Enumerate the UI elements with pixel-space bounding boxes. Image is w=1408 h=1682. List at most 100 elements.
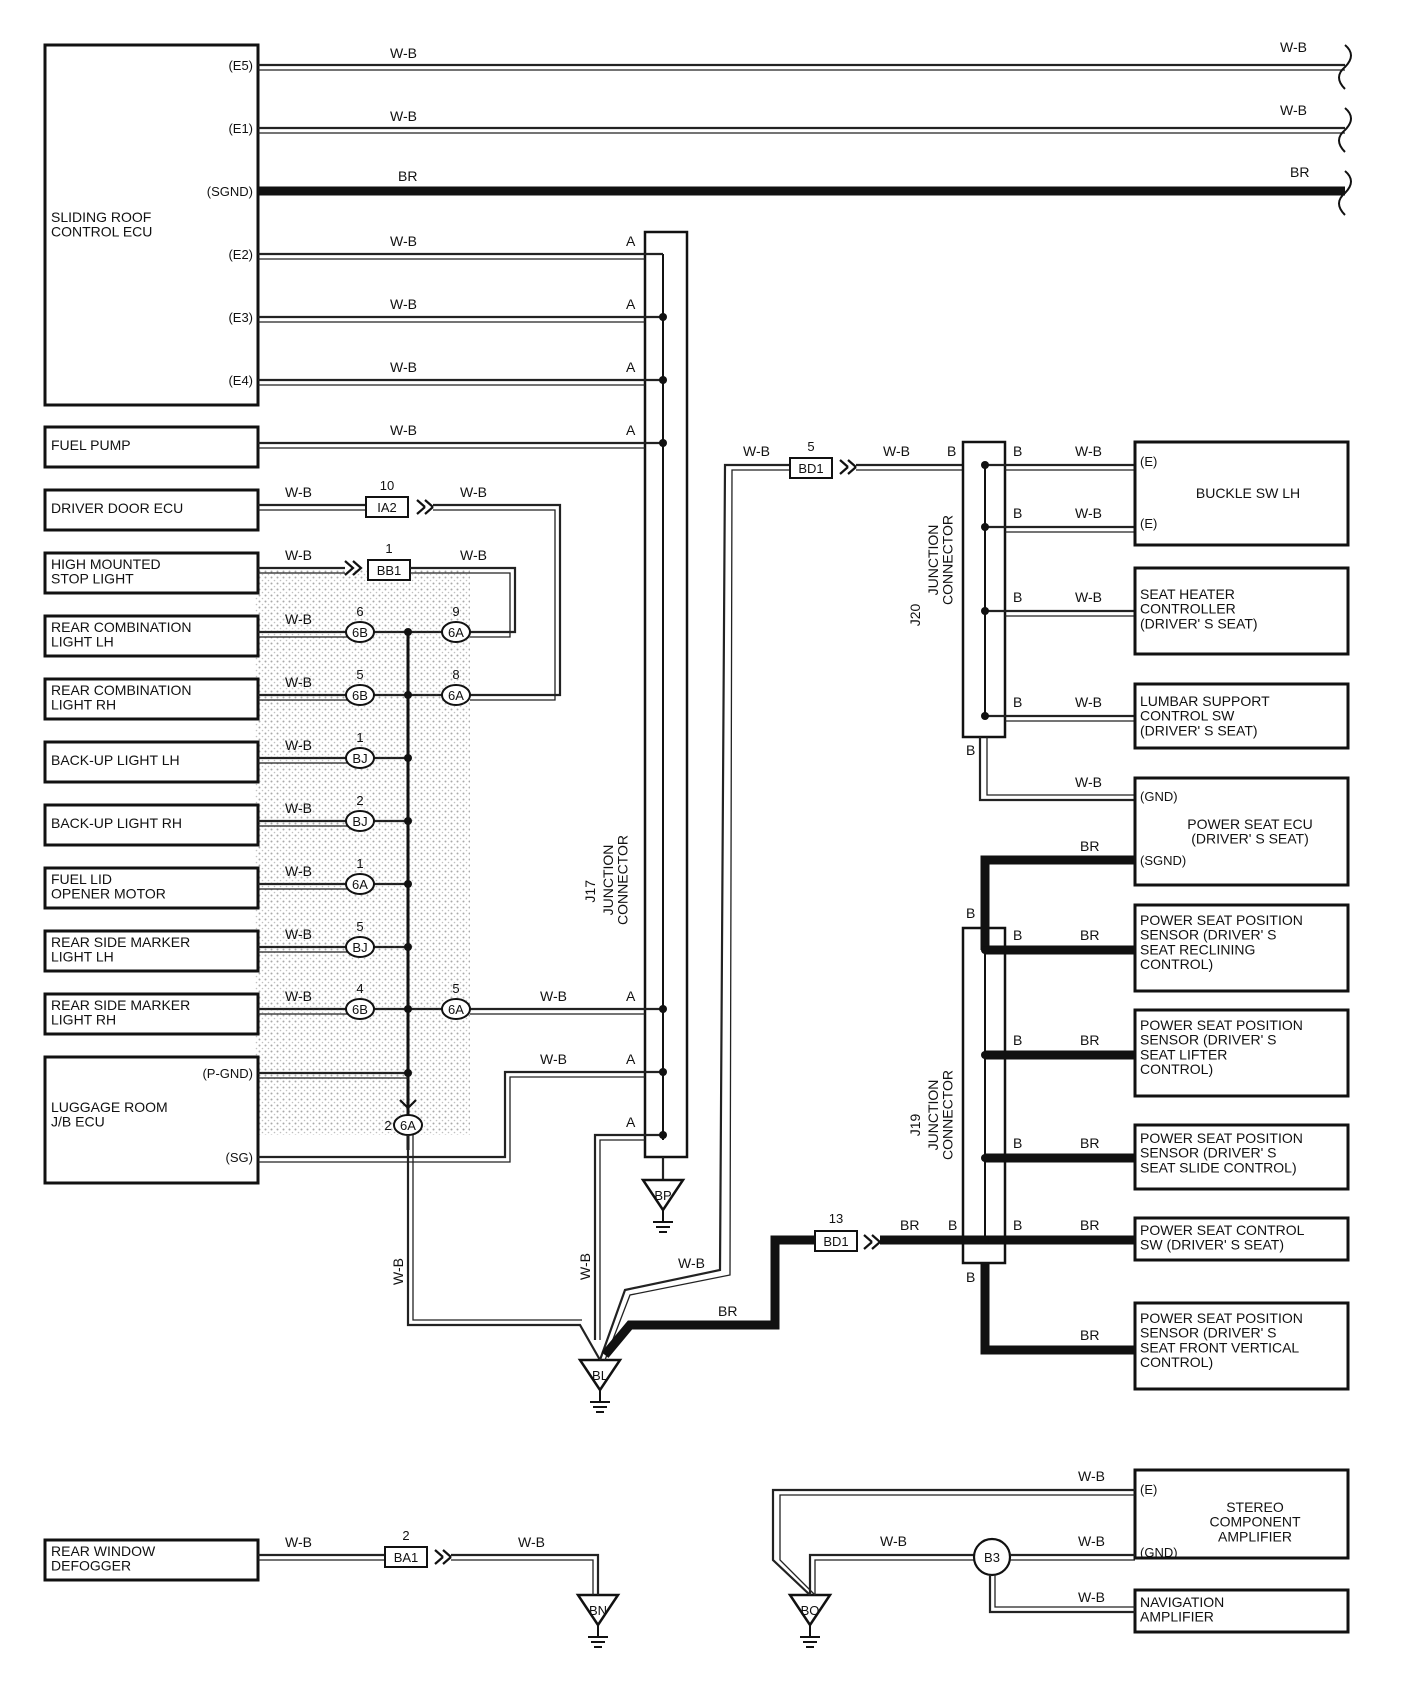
j20-pin-b1: B	[1013, 443, 1022, 459]
pin-number-ia2: 10	[380, 478, 394, 493]
j20-pin-b-out: B	[966, 742, 975, 758]
svg-text:4: 4	[356, 981, 363, 996]
svg-text:1: 1	[356, 730, 363, 745]
connector-6a-r3: 6A5	[441, 981, 471, 1020]
connector-6b-row2: 6B5	[345, 667, 375, 706]
connector-bb1-label: BB1	[377, 563, 402, 578]
wire-label-front-vert: BR	[1080, 1327, 1099, 1343]
pin-pgnd: (P-GND)	[202, 1066, 253, 1081]
j19-pin-b-bottom: B	[966, 1269, 975, 1285]
svg-text:6A: 6A	[400, 1118, 416, 1133]
j17-pin-a3: A	[626, 359, 636, 375]
j17-pin-a6: A	[626, 1051, 636, 1067]
j17-junction-connector: J17 JUNCTIONCONNECTOR	[582, 230, 689, 1159]
wire-label-bb1-right: W-B	[460, 547, 487, 563]
wire-label-marker-rh: W-B	[285, 988, 312, 1004]
j17-id: J17	[582, 880, 598, 903]
j17-pin-a5: A	[626, 988, 636, 1004]
wire-label-defogger: W-B	[285, 1534, 312, 1550]
wire-label-stereo-gnd: W-B	[1078, 1533, 1105, 1549]
svg-text:8: 8	[452, 667, 459, 682]
wire-label-high-stop: W-B	[285, 547, 312, 563]
connector-bd1-top	[789, 457, 833, 479]
j19-pin-b2: B	[1013, 1032, 1022, 1048]
j20-junction-connector: J20 JUNCTIONCONNECTOR	[907, 440, 1007, 739]
ground-bl: BL	[578, 1358, 622, 1414]
connector-bj-row2: BJ2	[345, 793, 375, 832]
wire-label-sgnd: BR	[398, 168, 417, 184]
svg-text:5: 5	[356, 919, 363, 934]
fuel-pump-box: FUEL PUMP	[43, 425, 260, 469]
wire-label-recline: BR	[1080, 927, 1099, 943]
j20-label: JUNCTIONCONNECTOR	[925, 515, 956, 605]
connector-bj-row4: BJ5	[345, 919, 375, 958]
connector-ia2-label: IA2	[377, 500, 397, 515]
connector-6a-r2: 6A8	[441, 667, 471, 706]
wire-label-fuel-lid: W-B	[285, 863, 312, 879]
backup-rh-label: BACK-UP LIGHT RH	[51, 815, 182, 831]
wire-label-driver-door: W-B	[285, 484, 312, 500]
j19-label: JUNCTIONCONNECTOR	[925, 1070, 956, 1160]
pin-e2: (E2)	[228, 247, 253, 262]
svg-text:6A: 6A	[448, 625, 464, 640]
j20-pin-b-in: B	[947, 443, 956, 459]
svg-text:6B: 6B	[352, 1002, 368, 1017]
buckle-pin-e2: (E)	[1140, 516, 1157, 531]
j19-pin-b1: B	[1013, 927, 1022, 943]
wire-label-e3: W-B	[390, 296, 417, 312]
wire-label-nav: W-B	[1078, 1589, 1105, 1605]
wire-label-ba1-right: W-B	[518, 1534, 545, 1550]
wire-label-e5: W-B	[390, 45, 417, 61]
wire-label-bo-b3: W-B	[880, 1533, 907, 1549]
pin-e5: (E5)	[228, 58, 253, 73]
wire-label-sgnd-end: BR	[1290, 164, 1309, 180]
svg-text:BJ: BJ	[352, 814, 367, 829]
wire-label-slide: BR	[1080, 1135, 1099, 1151]
backup-lh-label: BACK-UP LIGHT LH	[51, 752, 180, 768]
stereo-pin-e: (E)	[1140, 1482, 1157, 1497]
wire-label-sg: W-B	[540, 1051, 567, 1067]
connector-b3-label: B3	[984, 1550, 1000, 1565]
connector-ba1-label: BA1	[394, 1550, 419, 1565]
svg-text:BP: BP	[654, 1188, 671, 1203]
svg-text:9: 9	[452, 604, 459, 619]
wire-label-fuel-pump: W-B	[390, 422, 417, 438]
wire-label-bd1-right: W-B	[883, 443, 910, 459]
wire-label-control-sw: BR	[1080, 1217, 1099, 1233]
j17-label: JUNCTIONCONNECTOR	[600, 835, 631, 925]
pin-number-bb1: 1	[385, 541, 392, 556]
svg-text:6B: 6B	[352, 688, 368, 703]
pseat-pin-sgnd: (SGND)	[1140, 853, 1186, 868]
ground-bn: BN	[576, 1593, 620, 1649]
wire-label-bl-ground: W-B	[577, 1253, 593, 1280]
connector-ba1	[384, 1546, 428, 1568]
svg-text:BJ: BJ	[352, 751, 367, 766]
connector-bd1-top-label: BD1	[798, 461, 823, 476]
wire-label-buckle-e2: W-B	[1075, 505, 1102, 521]
connector-bj-row1: BJ 1	[345, 730, 375, 769]
connector-b3	[972, 1537, 1012, 1577]
svg-text:BN: BN	[589, 1603, 607, 1618]
connector-6a-r1: 6A9	[441, 604, 471, 643]
svg-text:6: 6	[356, 604, 363, 619]
buckle-pin-e1: (E)	[1140, 454, 1157, 469]
wire-label-e1-end: W-B	[1280, 102, 1307, 118]
bo-wiring: W-B W-B B3 W-B W-B	[771, 1468, 1135, 1614]
wire-label-6a-down: W-B	[390, 1258, 406, 1285]
